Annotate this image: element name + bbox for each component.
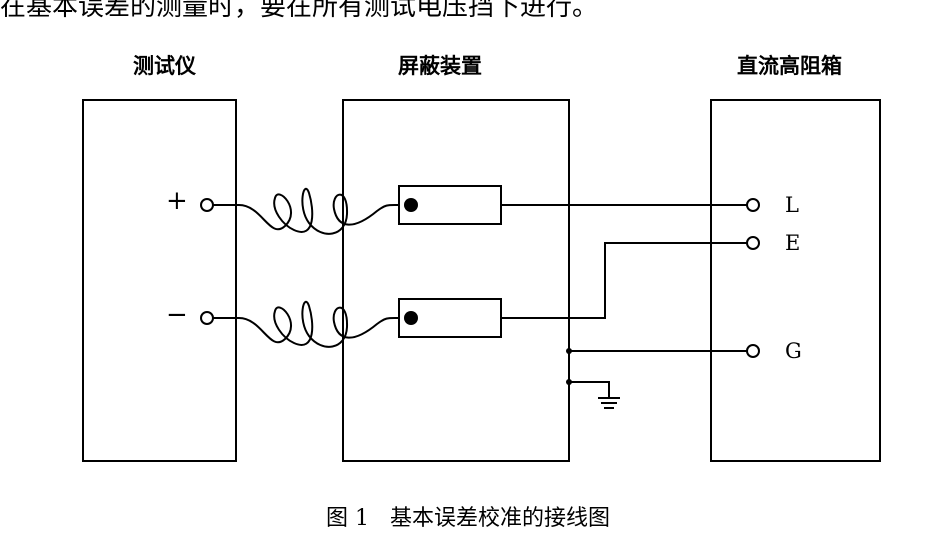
terminal-E: [746, 236, 760, 250]
plus-terminal: [200, 198, 214, 212]
minus-terminal: [200, 311, 214, 325]
ground-wire: [569, 381, 610, 398]
wire-to-E: [501, 242, 747, 319]
tester-title: 测试仪: [133, 53, 196, 78]
header-text: 在基本误差的测量时，要在所有测试电压挡下进行。: [0, 0, 599, 22]
junction-ground: [566, 379, 572, 385]
label-E: E: [785, 231, 801, 255]
plus-connector-pin: [404, 198, 418, 212]
shield-box: [342, 99, 570, 462]
shield-title: 屏蔽装置: [398, 53, 482, 78]
label-G: G: [785, 339, 802, 363]
dc-box-title: 直流高阻箱: [737, 53, 842, 78]
minus-connector-pin: [404, 311, 418, 325]
label-L: L: [785, 193, 799, 217]
terminal-G: [746, 344, 760, 358]
tester-box: [82, 99, 237, 462]
figure-caption: 图 1 基本误差校准的接线图: [326, 506, 610, 531]
plus-label: +: [166, 186, 188, 216]
terminal-L: [746, 198, 760, 212]
junction-G: [566, 348, 572, 354]
minus-label: −: [166, 300, 188, 330]
minus-coil: [213, 300, 400, 348]
plus-coil: [213, 187, 400, 235]
dc-box: [710, 99, 881, 462]
